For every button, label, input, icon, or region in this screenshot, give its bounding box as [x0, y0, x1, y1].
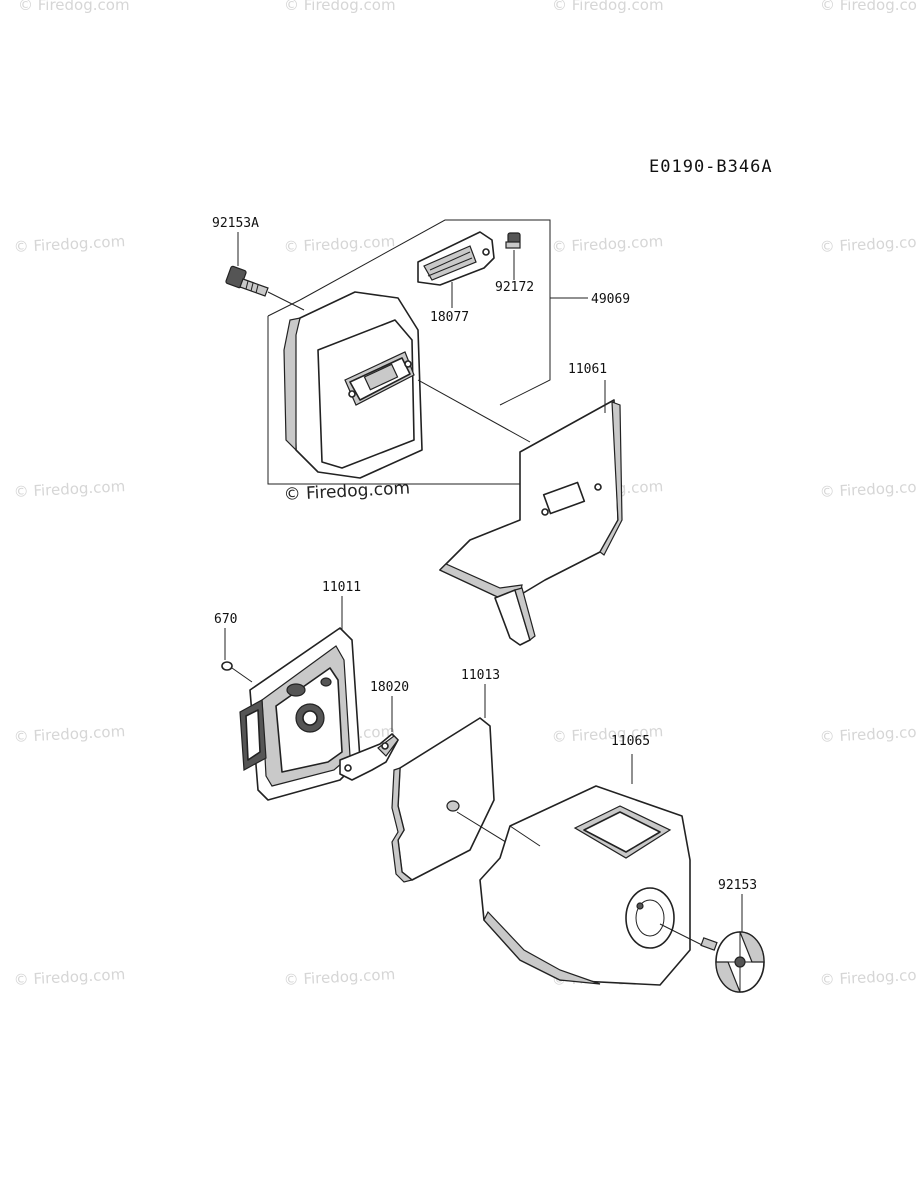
air-cleaner-base-11011	[239, 596, 361, 801]
watermark: © Firedog.com	[13, 477, 125, 501]
air-filter-element-11013	[391, 684, 536, 883]
o-ring-670	[221, 628, 253, 683]
watermark: © Firedog.com	[283, 965, 395, 989]
watermark: © Firedog.com	[819, 232, 917, 256]
watermark: © Firedog.com	[551, 722, 663, 746]
watermark: © Firedog.com	[819, 965, 917, 989]
watermark: © Firedog.com	[13, 965, 125, 989]
watermark: © Firedog.com	[283, 232, 395, 256]
screw-92172	[505, 232, 521, 280]
muffler-assembly-bracket	[267, 219, 588, 485]
callout-18077: 18077	[430, 310, 469, 325]
callout-92153: 92153	[718, 878, 757, 893]
callout-92172: 92172	[495, 280, 534, 295]
watermark: © Firedog.com	[13, 232, 125, 256]
watermark: © Firedog.com	[819, 722, 917, 746]
heat-shield-18077	[417, 231, 495, 308]
muffler-body	[283, 291, 531, 479]
bolt-92153A	[225, 232, 305, 311]
watermark: © Firedog.com	[551, 232, 663, 256]
callout-11013: 11013	[461, 668, 500, 683]
callout-670: 670	[214, 612, 237, 627]
callout-49069: 49069	[591, 292, 630, 307]
watermark: © Firedog.com	[552, 0, 664, 14]
watermark: © Firedog.com	[820, 0, 917, 14]
watermark-dark: © Firedog.com	[283, 478, 410, 505]
knob-92153	[659, 894, 765, 993]
callout-11061: 11061	[568, 362, 607, 377]
callout-11011: 11011	[322, 580, 361, 595]
air-cleaner-cover-11065	[479, 754, 691, 986]
cylinder-cover-11061	[438, 380, 623, 646]
bracket-18020	[339, 696, 399, 781]
watermark: © Firedog.com	[284, 0, 396, 14]
watermark: © Firedog.com	[18, 0, 130, 14]
watermark: © Firedog.com	[819, 477, 917, 501]
callout-92153A: 92153A	[212, 216, 259, 231]
watermark: © Firedog.com	[13, 722, 125, 746]
diagram-code: E0190-B346A	[649, 157, 773, 177]
callout-11065: 11065	[611, 734, 650, 749]
callout-18020: 18020	[370, 680, 409, 695]
